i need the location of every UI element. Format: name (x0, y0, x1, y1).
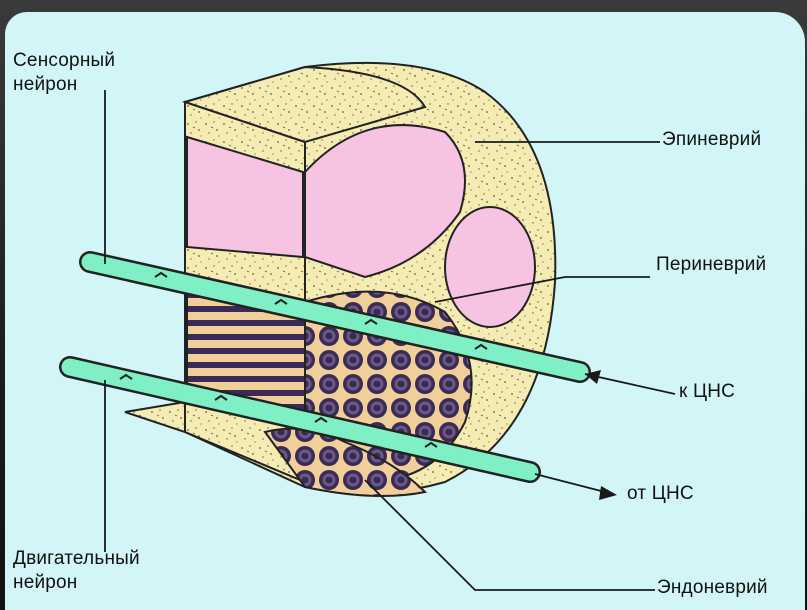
label-sensory-neuron-line2: нейрон (13, 74, 78, 96)
label-perineurium: Периневрий (656, 254, 766, 276)
arrow-to-cns (585, 370, 675, 394)
label-endoneurium: Эндоневрий (657, 577, 768, 599)
label-to-cns: к ЦНС (679, 381, 735, 403)
nerve-cross-section-diagram (5, 12, 805, 610)
arrow-from-cns (535, 474, 617, 500)
label-motor-neuron-line2: нейрон (13, 572, 78, 594)
label-epineurium: Эпиневрий (662, 129, 761, 151)
diagram-panel: Сенсорный нейрон Эпиневрий Периневрий к … (5, 12, 805, 610)
label-sensory-neuron-line1: Сенсорный (13, 50, 115, 72)
label-motor-neuron-line1: Двигательный (13, 548, 140, 570)
side-fascicle (445, 207, 535, 327)
label-from-cns: от ЦНС (627, 483, 694, 505)
